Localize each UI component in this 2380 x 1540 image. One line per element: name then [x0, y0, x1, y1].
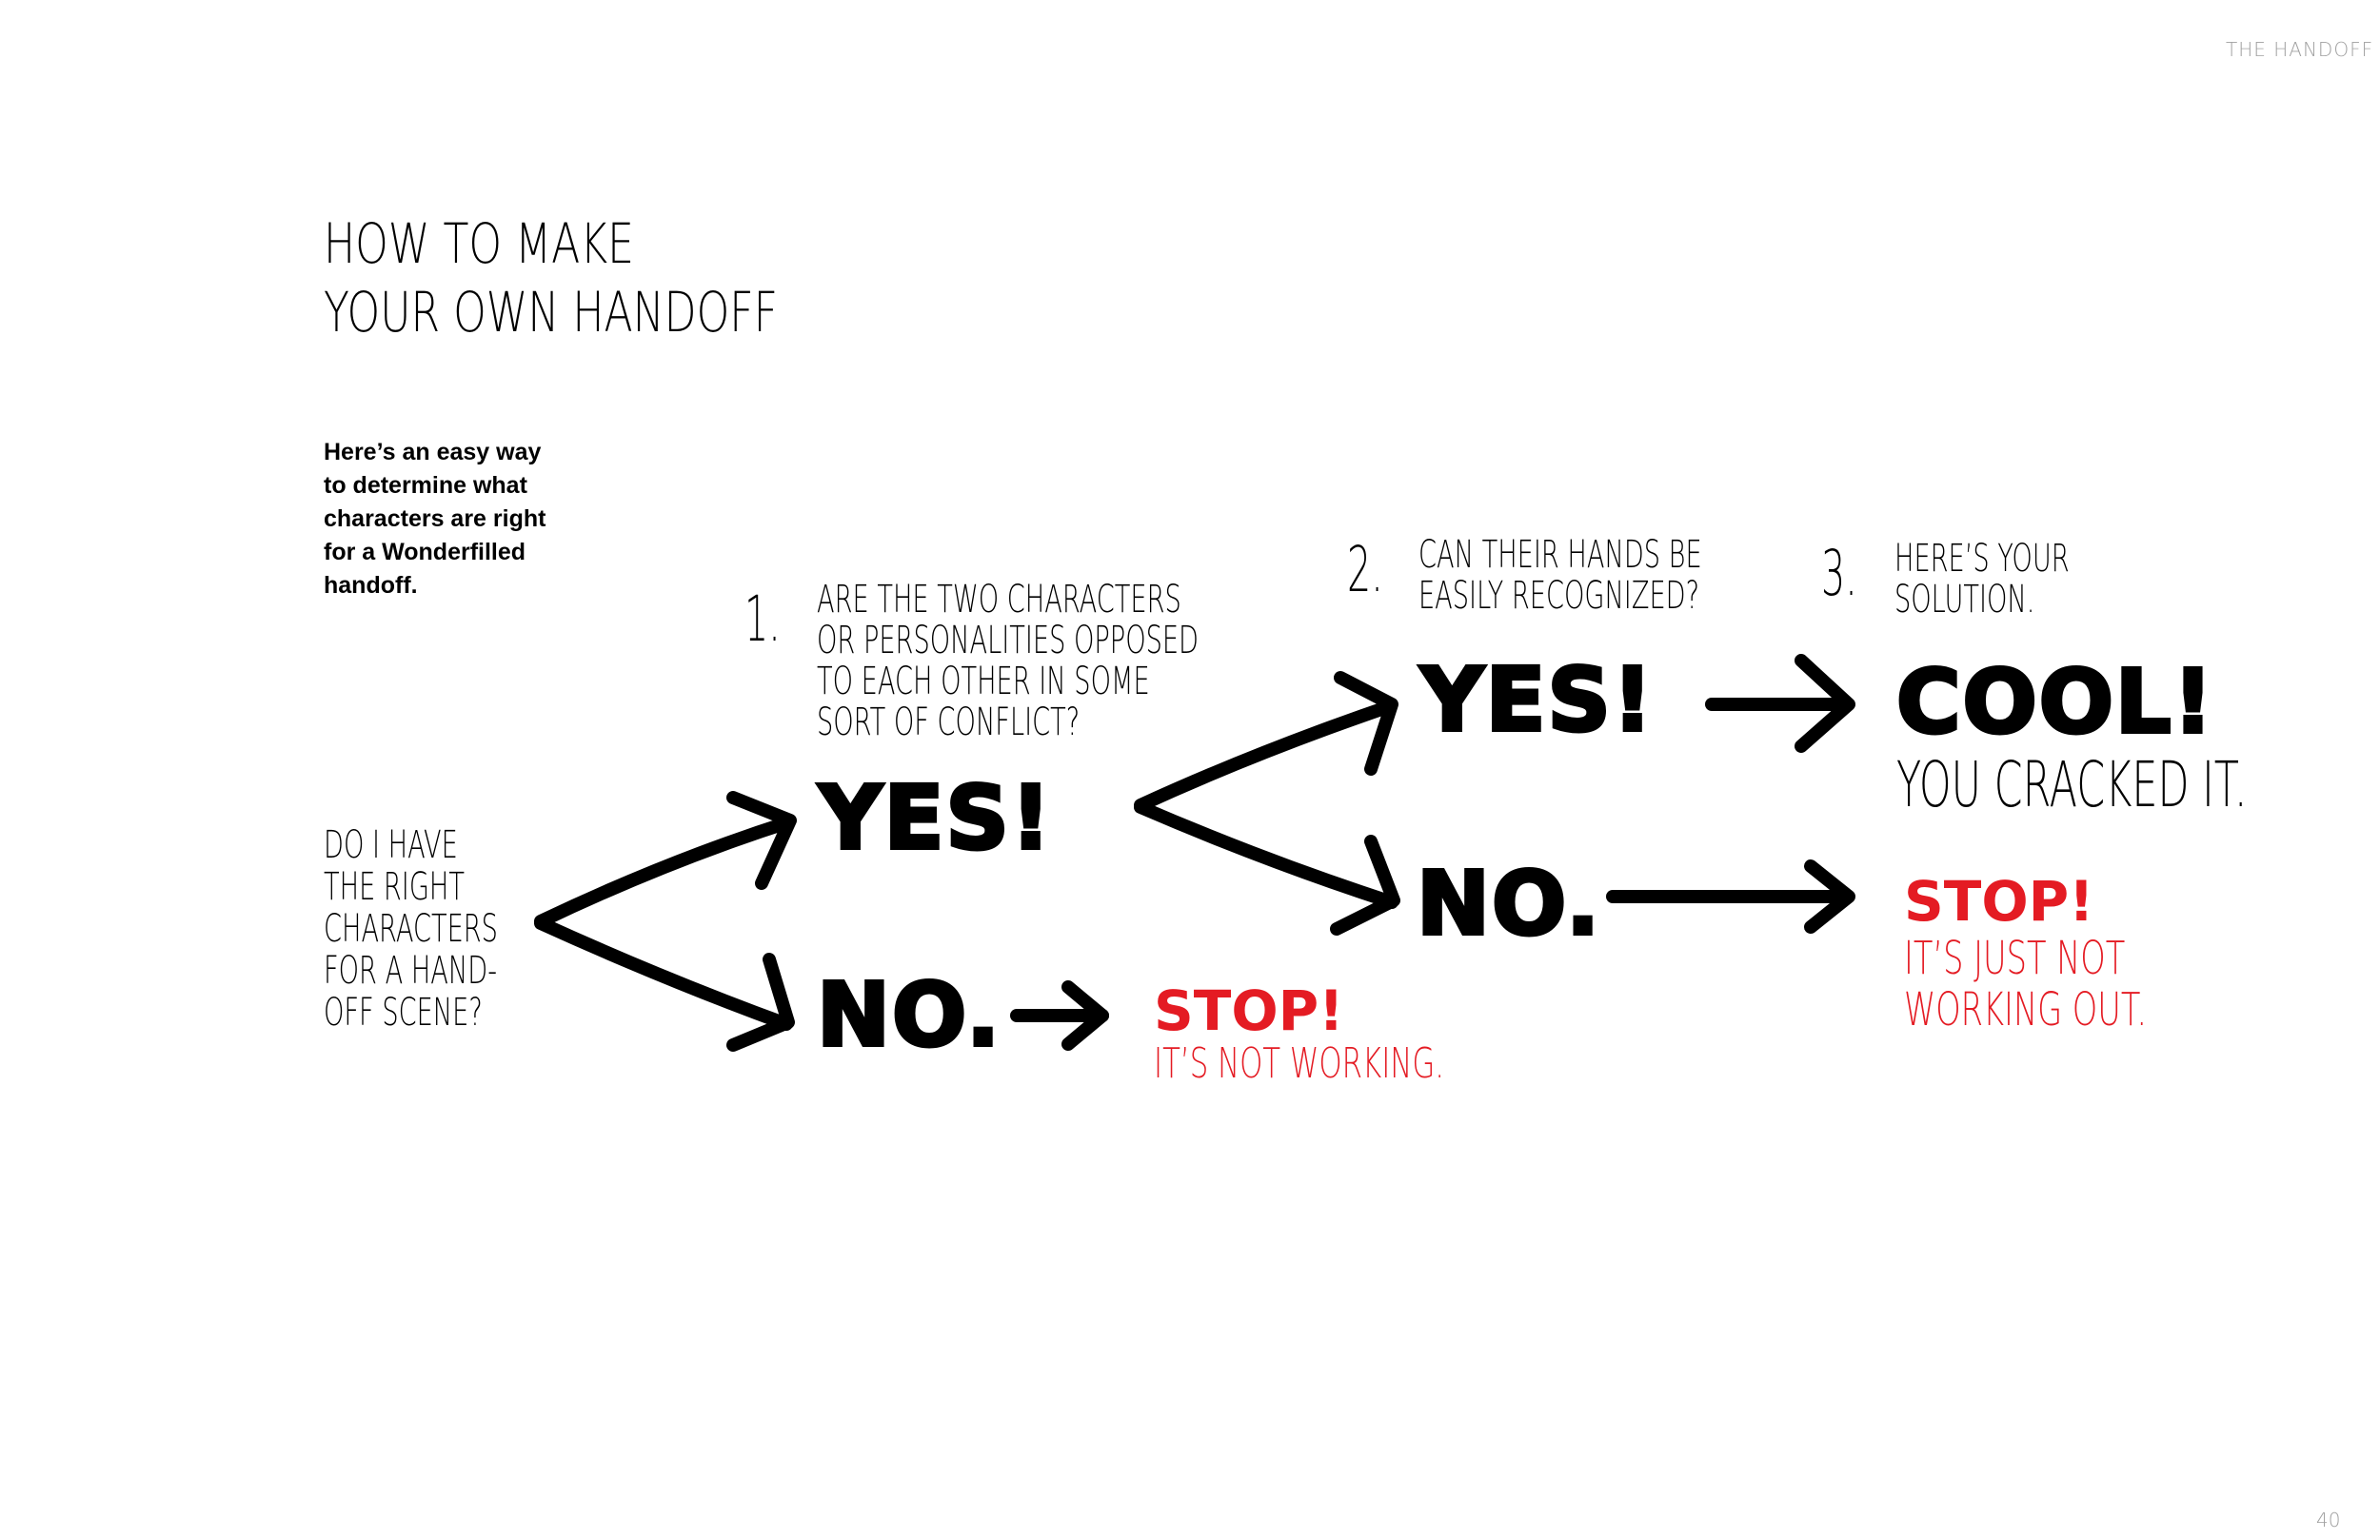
arrowhead-no-stop-1	[1061, 980, 1109, 1051]
arrowhead-no-stop-2	[1804, 859, 1855, 934]
stop-1-title: STOP!	[1154, 978, 1344, 1043]
running-title: THE HANDOFF	[2226, 38, 2374, 61]
arrow-yes-to-no	[1134, 800, 1398, 909]
arrowhead-yes-cool	[1795, 654, 1855, 753]
intro-text: Here’s an easy way to determine what cha…	[324, 439, 546, 599]
answer-no-1: NO.	[815, 964, 1002, 1066]
title-line-2: YOUR OWN HANDOFF	[324, 280, 779, 345]
stop-1-text: IT’S NOT WORKING.	[1154, 1039, 1444, 1088]
arrowhead-start-yes	[726, 791, 797, 890]
page-number: 40	[2316, 1509, 2341, 1531]
start-question: DO I HAVE THE RIGHT CHARACTERS FOR A HAN…	[324, 823, 498, 1035]
step-3-number: 3.	[1821, 537, 1857, 610]
arrow-start-to-yes	[534, 816, 795, 928]
page-title: HOW TO MAKE YOUR OWN HANDOFF	[324, 209, 778, 346]
stop-2-title: STOP!	[1904, 869, 2094, 934]
success-text: YOU CRACKED IT.	[1896, 748, 2248, 821]
answer-yes-1: YES!	[817, 767, 1053, 869]
arrow-start-to-no	[534, 917, 793, 1031]
step-2-question: CAN THEIR HANDS BE EASILY RECOGNIZED?	[1418, 533, 1702, 618]
stop-2-text: IT’S JUST NOT WORKING OUT.	[1904, 932, 2148, 1037]
answer-no-2: NO.	[1415, 853, 1602, 955]
arrowhead-start-no	[726, 953, 795, 1052]
arrowhead-yes-yes	[1334, 671, 1398, 776]
step-3-question: HERE’S YOUR SOLUTION.	[1894, 537, 2070, 622]
arrow-yes-to-yes	[1134, 700, 1397, 812]
step-1-question: ARE THE TWO CHARACTERS OR PERSONALITIES …	[817, 578, 1200, 744]
step-1-number: 1.	[744, 582, 781, 656]
answer-yes-2: YES!	[1418, 649, 1655, 751]
success-title: COOL!	[1894, 651, 2215, 753]
arrowhead-yes-no	[1330, 835, 1400, 936]
step-2-number: 2.	[1347, 533, 1383, 606]
title-line-1: HOW TO MAKE	[324, 211, 635, 276]
